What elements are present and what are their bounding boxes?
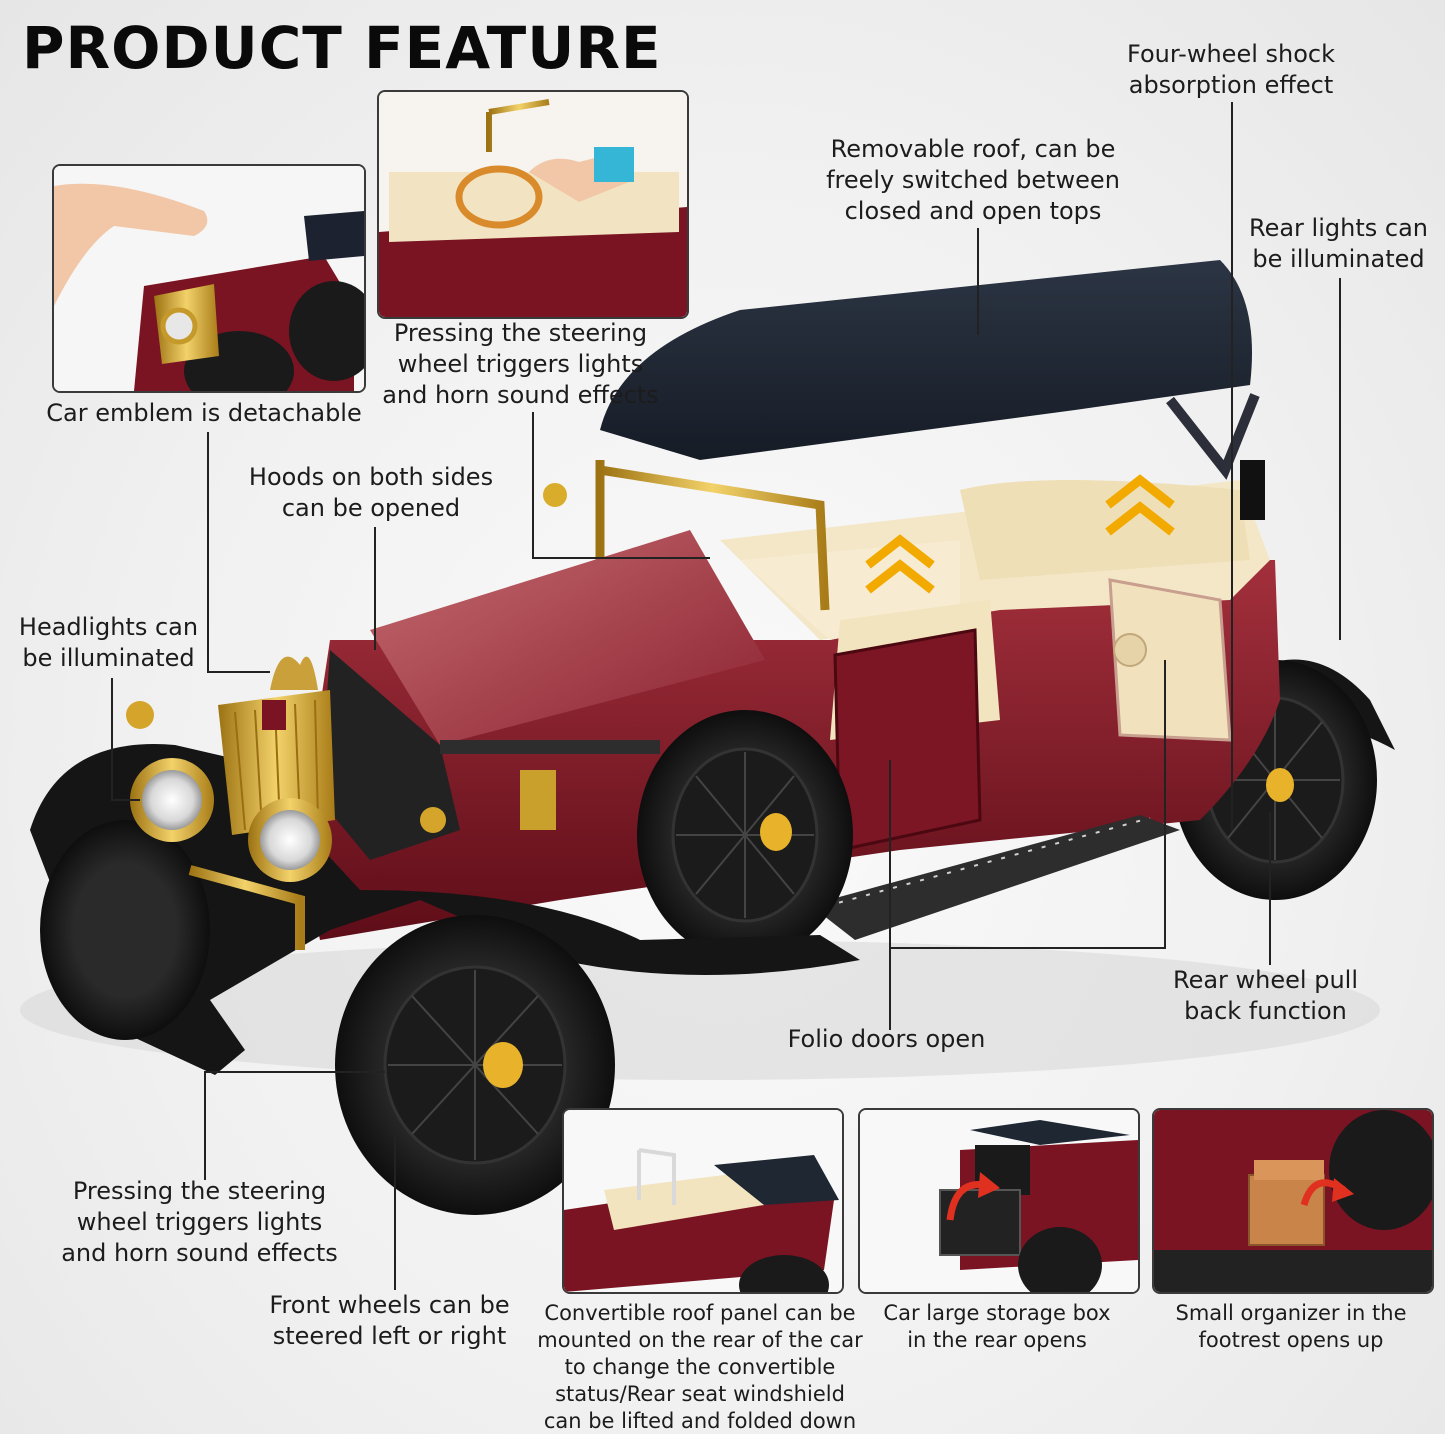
middle-wheel bbox=[637, 710, 853, 960]
opened-hood bbox=[370, 530, 765, 745]
headlights bbox=[126, 701, 446, 882]
inset-car-emblem bbox=[52, 164, 366, 393]
label-folio-doors: Folio doors open bbox=[787, 1025, 986, 1053]
front-wheel bbox=[335, 915, 615, 1215]
up-arrow-icon bbox=[865, 474, 1175, 594]
inset-steering-wheel bbox=[377, 90, 689, 319]
label-car-emblem: Car emblem is detachable bbox=[46, 399, 362, 427]
inset-convertible-roof bbox=[562, 1108, 844, 1294]
removable-roof bbox=[600, 260, 1265, 520]
page-title: PRODUCT FEATURE bbox=[22, 14, 662, 82]
inset-footrest-organizer bbox=[1152, 1108, 1434, 1294]
inset-storage-box bbox=[858, 1108, 1140, 1294]
